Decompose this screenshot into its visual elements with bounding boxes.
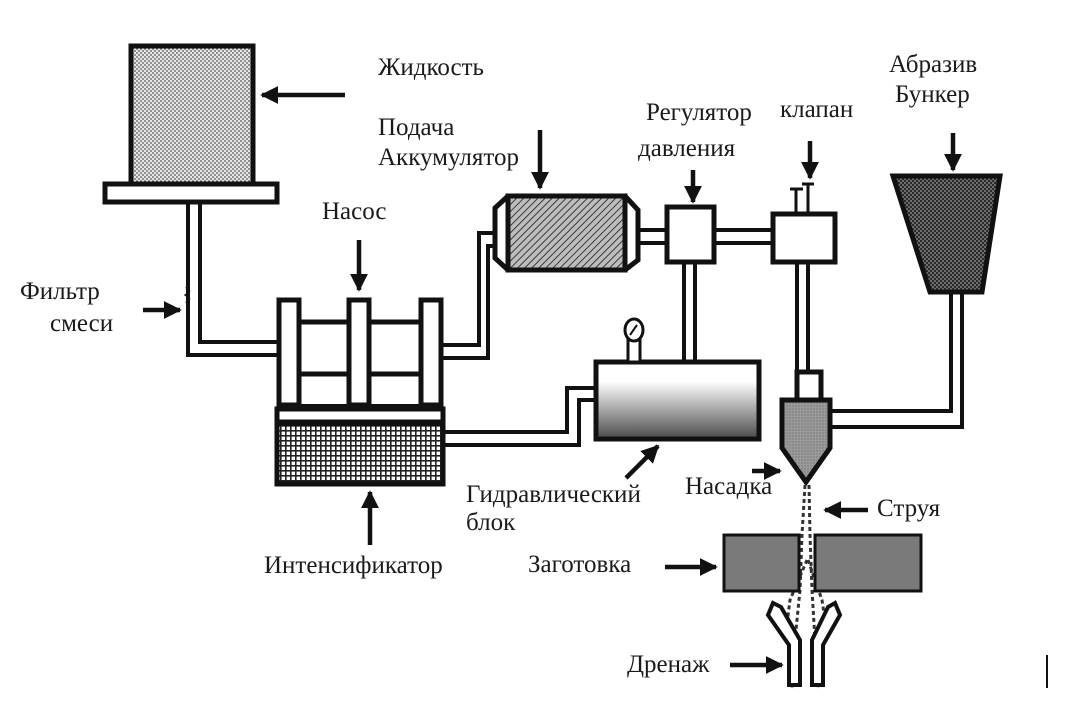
pump-to-accumulator-pipe	[443, 231, 494, 360]
label-hydraulic-line2: блок	[466, 509, 516, 536]
feed-pipe	[186, 202, 277, 357]
label-drain: Дренаж	[627, 651, 710, 678]
label-nozzle: Насадка	[685, 473, 772, 500]
label-filter-line2: смеси	[50, 310, 113, 337]
regulator-to-hydraulic-pipe	[682, 262, 697, 360]
accumulator	[492, 193, 641, 273]
abrasive-hopper	[889, 173, 1003, 295]
label-abrasive-line1: Абразив	[889, 51, 977, 78]
label-regulator-line2: давления	[638, 135, 736, 162]
hydraulic-unit	[593, 317, 762, 442]
label-feed-line1: Подача	[378, 114, 454, 141]
label-filter-line1: Фильтр	[20, 278, 100, 305]
pump	[276, 297, 444, 409]
label-valve: клапан	[780, 96, 853, 123]
drain	[765, 600, 843, 687]
hopper-to-nozzle-pipe	[830, 292, 964, 429]
accumulator-to-valve-pipe	[638, 228, 773, 245]
workpiece	[722, 533, 923, 593]
label-workpiece: Заготовка	[528, 551, 631, 578]
label-regulator-line1: Регулятор	[646, 99, 752, 126]
nozzle	[779, 369, 833, 487]
label-pump: Насос	[322, 198, 386, 225]
liquid-tank	[102, 43, 280, 205]
intensifier-to-hydraulic-pipe	[443, 386, 596, 447]
valve-to-nozzle-pipe	[795, 262, 810, 372]
label-hydraulic-line1: Гидравлический	[466, 481, 641, 508]
intensifier	[274, 406, 446, 487]
label-intensifier: Интенсификатор	[264, 552, 443, 579]
filter-icon	[183, 285, 191, 305]
label-feed-line2: Аккумулятор	[378, 144, 519, 171]
label-abrasive-line2: Бункер	[895, 81, 970, 108]
valve	[770, 182, 838, 265]
hydraulic-arrow-icon	[624, 444, 660, 480]
label-liquid: Жидкость	[378, 54, 484, 81]
label-jet: Струя	[877, 495, 941, 522]
pressure-regulator	[664, 204, 717, 265]
